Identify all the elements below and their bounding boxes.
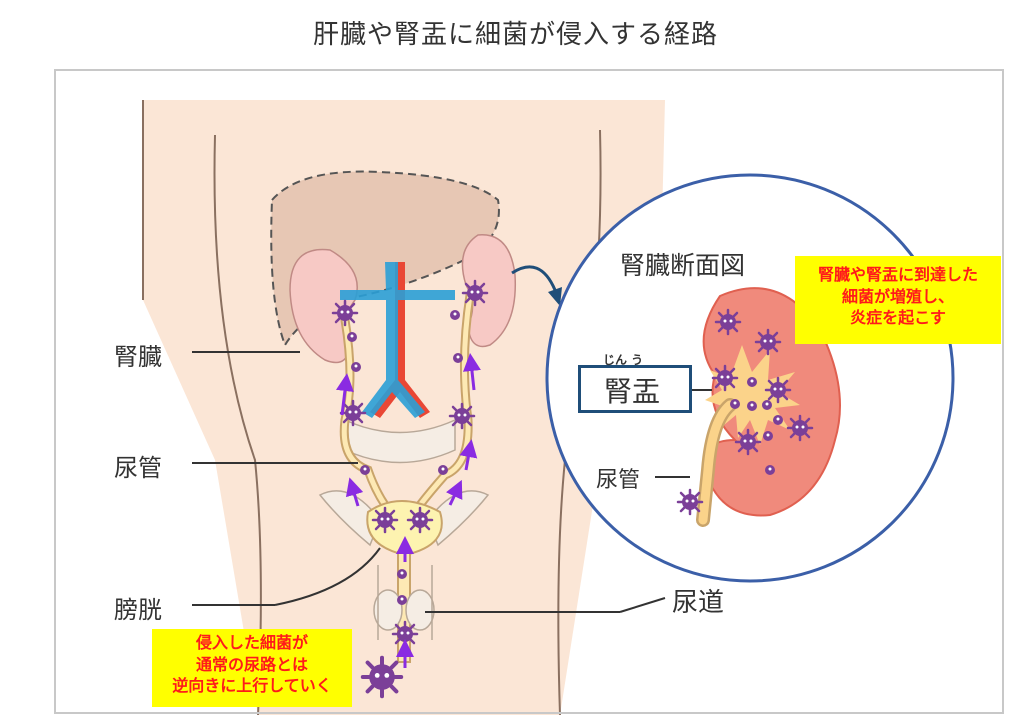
- infection-callout-line: 腎臓や腎盂に到達した: [817, 265, 978, 284]
- inset-ureter-label: 尿管: [596, 468, 641, 493]
- artery: [370, 262, 430, 418]
- infection-callout-line: 細菌が増殖し、: [841, 286, 954, 306]
- renal-pelvis-box: [578, 365, 692, 413]
- inset-arrow: [511, 265, 557, 291]
- illustration-frame: [54, 69, 1004, 714]
- ureter-label: 尿管: [114, 454, 162, 482]
- kidney-label: 腎臓: [114, 343, 162, 371]
- bladder-label: 膀胱: [114, 596, 162, 624]
- infection-callout: 腎臓や腎盂に到達した 細菌が増殖し、 炎症を起こす: [795, 256, 1001, 344]
- route-callout-line: 逆向きに上行していく: [172, 676, 332, 696]
- ascending-arrows: [335, 353, 481, 668]
- urethra-label: 尿道: [672, 588, 725, 618]
- infection-callout-line: 炎症を起こす: [850, 308, 946, 328]
- route-callout-line: 通常の尿路とは: [195, 654, 308, 674]
- renal-pelvis-label: 腎盂: [604, 375, 661, 408]
- route-callout-line: 侵入した細菌が: [195, 633, 308, 652]
- renal-pelvis-ruby: じん う: [603, 353, 644, 367]
- route-callout: 侵入した細菌が 通常の尿路とは 逆向きに上行していく: [152, 629, 352, 707]
- page-title: 肝臓や腎盂に細菌が侵入する経路: [312, 20, 718, 50]
- pelvic-bone: [344, 418, 456, 464]
- vein: [340, 262, 455, 418]
- cross-section-title: 腎臓断面図: [620, 251, 746, 280]
